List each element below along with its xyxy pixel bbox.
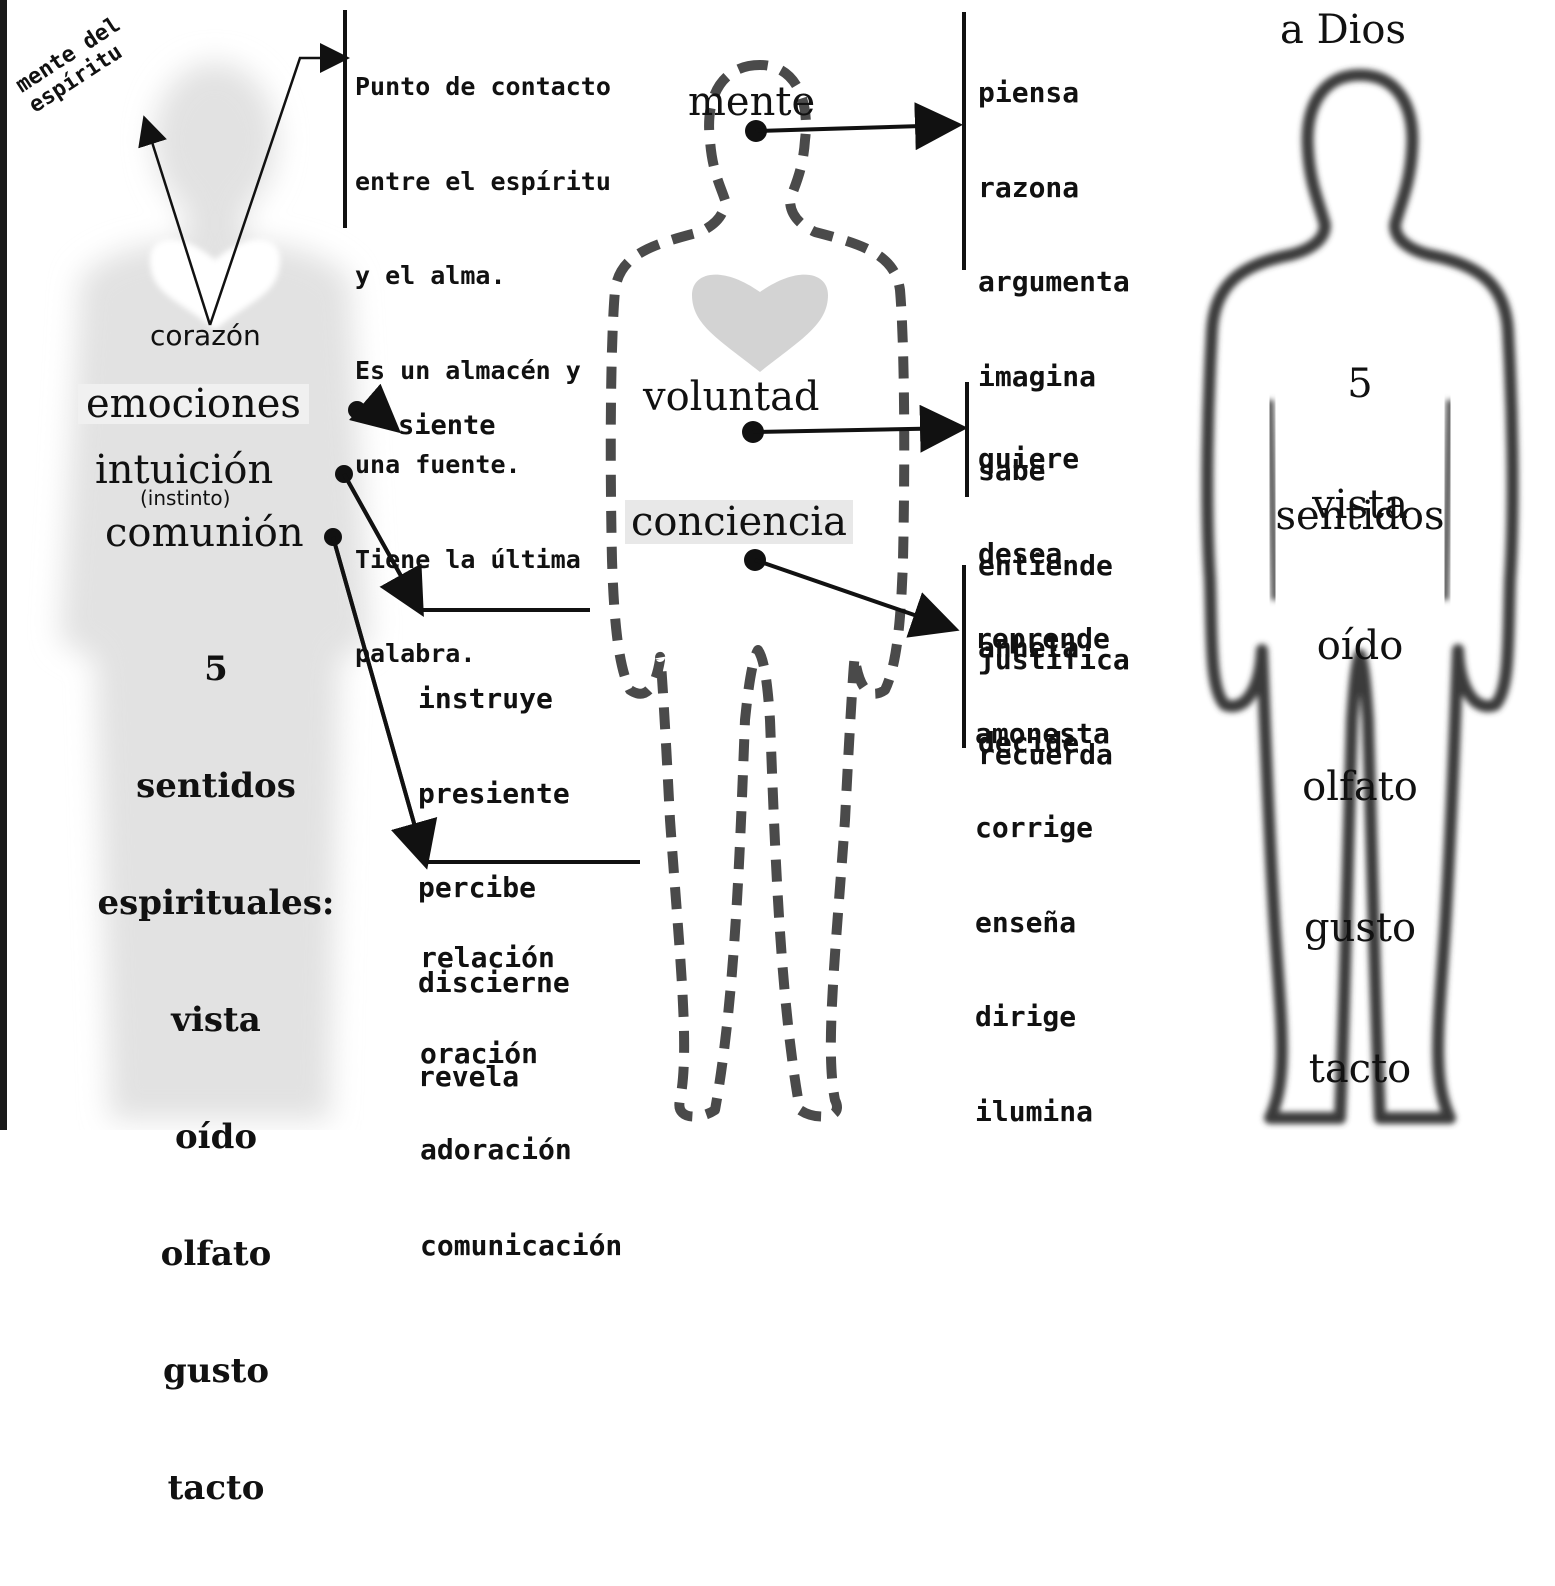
intuition-verb: instruye [418, 683, 570, 715]
will-label: voluntad [643, 377, 820, 417]
diagram-canvas: mente del espíritu Punto de contacto ent… [0, 0, 1555, 1130]
spiritual-sense: oído [68, 1118, 364, 1157]
soul-heart [692, 275, 828, 372]
conscience-verbs: reprende amonesta corrige enseña dirige … [975, 560, 1110, 1190]
body-sense: tacto [1260, 1046, 1460, 1093]
will-connector [753, 428, 960, 432]
mind-verb: piensa [978, 77, 1130, 109]
heart-label: corazón [150, 322, 261, 350]
mind-connector [756, 125, 955, 131]
emotions-verb: siente [398, 412, 496, 439]
conscience-verb: enseña [975, 907, 1110, 939]
mind-verbs-brace [962, 12, 966, 270]
conscience-label: conciencia [625, 500, 853, 544]
spiritual-senses-count: 5 [68, 650, 364, 689]
communion-verb: comunicación [420, 1230, 622, 1262]
body-sense: vista [1260, 482, 1460, 529]
communion-verbs: relación oración adoración comunicación [420, 878, 622, 1326]
heart-note-line: Tiene la última [355, 544, 611, 576]
body-sense: olfato [1260, 764, 1460, 811]
communion-verb: relación [420, 942, 622, 974]
communion-label: comunión [105, 513, 304, 553]
conscience-verb: dirige [975, 1001, 1110, 1033]
conscience-verb: amonesta [975, 718, 1110, 750]
soul-dashed-outline [611, 65, 904, 1117]
conscience-verbs-brace [962, 565, 966, 748]
emotions-label-text: emociones [86, 381, 301, 427]
spiritual-sense: olfato [68, 1235, 364, 1274]
will-verbs-brace [965, 382, 969, 497]
spiritual-senses-title: sentidos [68, 767, 364, 806]
mind-verb: argumenta [978, 266, 1130, 298]
emotions-label: emociones [78, 384, 309, 424]
communion-verb: oración [420, 1038, 622, 1070]
communion-verb: adoración [420, 1134, 622, 1166]
intuition-label: intuición [95, 450, 273, 490]
conscience-verb: ilumina [975, 1096, 1110, 1128]
heart-note-line: Punto de contacto [355, 71, 611, 103]
conscience-label-text: conciencia [631, 499, 847, 545]
body-sense: gusto [1260, 905, 1460, 952]
spiritual-senses-title: espirituales: [68, 884, 364, 923]
mind-label: mente [688, 82, 815, 122]
heart-note-line: una fuente. [355, 449, 611, 481]
body-sense: oído [1260, 623, 1460, 670]
spiritual-senses: 5 sentidos espirituales: vista oído olfa… [68, 572, 364, 1586]
right-title: a Dios [1280, 10, 1406, 50]
heart-note-brace [343, 10, 347, 228]
spiritual-sense: tacto [68, 1469, 364, 1508]
body-senses: vista oído olfato gusto tacto [1260, 388, 1460, 1187]
heart-note-line: y el alma. [355, 260, 611, 292]
intuition-sub: (instinto) [140, 488, 230, 508]
conscience-verb: corrige [975, 812, 1110, 844]
mind-verb: razona [978, 172, 1130, 204]
intuition-verb: presiente [418, 778, 570, 810]
spiritual-sense: gusto [68, 1352, 364, 1391]
spiritual-sense: vista [68, 1001, 364, 1040]
heart-note-line: entre el espíritu [355, 166, 611, 198]
conscience-verb: reprende [975, 623, 1110, 655]
will-verb: quiere [978, 443, 1079, 475]
heart-note-line: Es un almacén y [355, 355, 611, 387]
conscience-connector [755, 560, 952, 628]
